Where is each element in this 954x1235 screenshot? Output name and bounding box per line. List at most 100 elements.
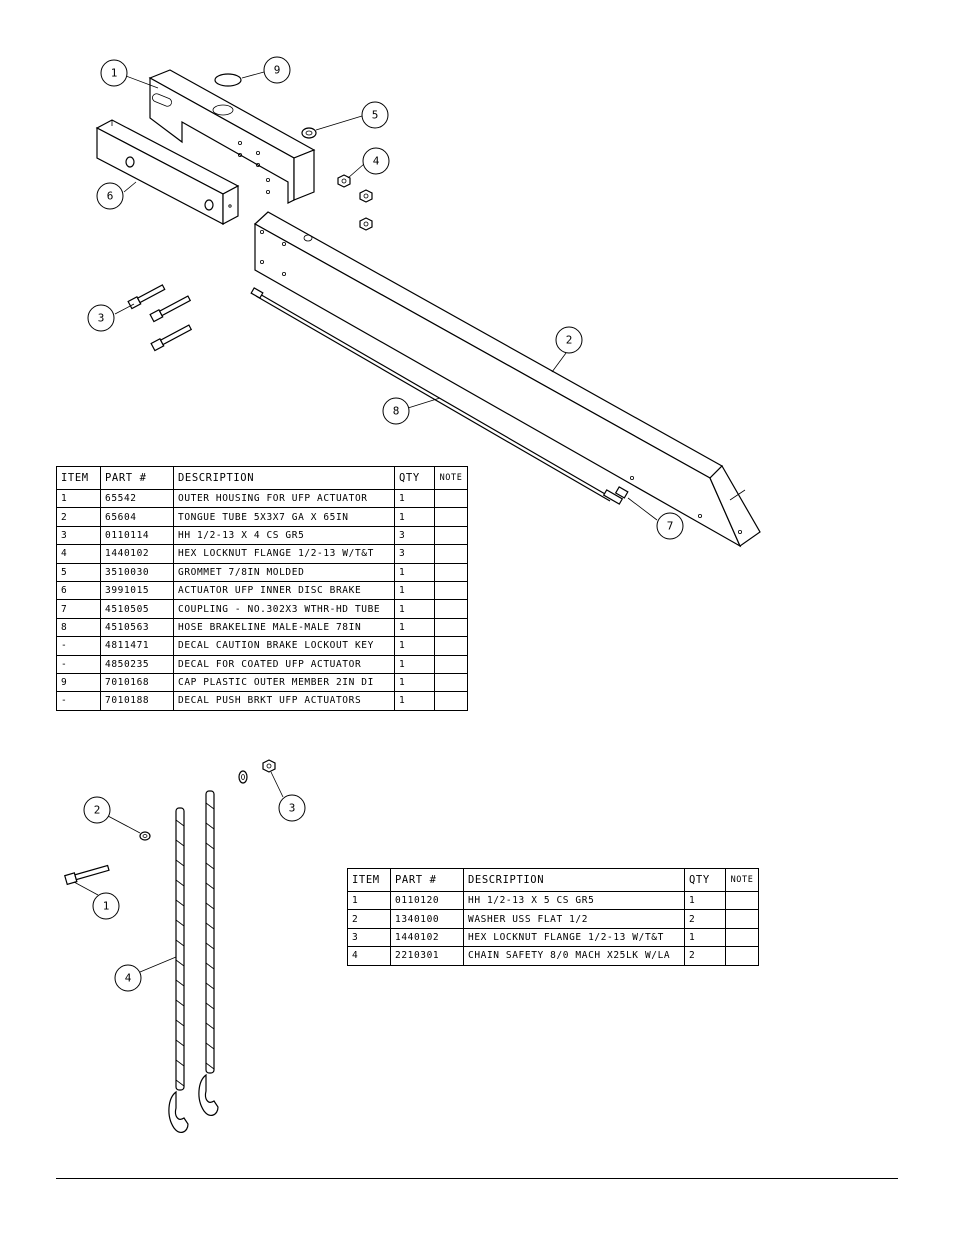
cell-note: [725, 946, 759, 966]
cell-item: 3: [56, 525, 101, 546]
svg-text:2: 2: [94, 804, 101, 817]
cell-item: 2: [56, 507, 101, 527]
cell-qty: 3: [394, 544, 435, 564]
cell-part: 7010188: [100, 691, 174, 711]
cell-part: 4811471: [100, 636, 174, 656]
cell-description: OUTER HOUSING FOR UFP ACTUATOR: [173, 488, 395, 509]
cell-part: 65604: [100, 507, 174, 527]
cell-item: -: [56, 654, 101, 674]
svg-text:1: 1: [103, 900, 110, 913]
svg-text:1: 1: [111, 67, 118, 80]
cell-part: 4850235: [100, 654, 174, 674]
callout-4-bottom: 4: [114, 964, 142, 992]
svg-text:2: 2: [566, 334, 573, 347]
cell-description: DECAL CAUTION BRAKE LOCKOUT KEY: [173, 636, 395, 656]
cell-item: 1: [347, 890, 391, 911]
cell-part: 4510505: [100, 599, 174, 619]
callout-9: 9: [263, 56, 291, 84]
cell-note: [434, 580, 468, 601]
washer-parts: [139, 770, 248, 841]
cell-description: COUPLING - NO.302X3 WTHR-HD TUBE: [173, 599, 395, 619]
cell-note: [434, 599, 468, 619]
header-part: PART #: [100, 466, 174, 490]
brake-hose-part: [250, 287, 624, 505]
safety-chain-parts: [168, 790, 219, 1133]
cell-description: CHAIN SAFETY 8/0 MACH X25LK W/LA: [463, 946, 685, 966]
cell-item: 7: [56, 599, 101, 619]
callout-2: 2: [555, 326, 583, 354]
cell-part: 1340100: [390, 909, 464, 929]
bolt-part-bottom: [64, 864, 110, 886]
cell-qty: 1: [394, 580, 435, 601]
actuator-inner-part: [95, 119, 240, 225]
callout-balloons-top: 1 9 5 4 6 3 2 8 7: [87, 56, 684, 540]
cell-description: DECAL FOR COATED UFP ACTUATOR: [173, 654, 395, 674]
cell-note: [434, 544, 468, 564]
cell-part: 4510563: [100, 617, 174, 638]
cell-part: 3510030: [100, 562, 174, 582]
header-note: NOTE: [725, 868, 759, 892]
cell-description: CAP PLASTIC OUTER MEMBER 2IN DI: [173, 672, 395, 693]
cell-qty: 1: [394, 488, 435, 509]
cell-description: HEX LOCKNUT FLANGE 1/2-13 W/T&T: [173, 544, 395, 564]
svg-text:3: 3: [289, 802, 296, 815]
callout-balloons-bottom: 2 3 1 4: [83, 794, 306, 992]
svg-text:5: 5: [372, 109, 379, 122]
cell-note: [725, 927, 759, 948]
callout-6: 6: [96, 182, 124, 210]
cell-part: 3991015: [100, 580, 174, 601]
cell-qty: 1: [394, 654, 435, 674]
cell-description: HH 1/2-13 X 4 CS GR5: [173, 525, 395, 546]
cell-description: WASHER USS FLAT 1/2: [463, 909, 685, 929]
cell-description: HEX LOCKNUT FLANGE 1/2-13 W/T&T: [463, 927, 685, 948]
cell-description: ACTUATOR UFP INNER DISC BRAKE: [173, 580, 395, 601]
table-header-row: ITEM PART # DESCRIPTION QTY NOTE: [347, 868, 759, 892]
tongue-tube-part: [253, 211, 761, 548]
cell-description: HOSE BRAKELINE MALE-MALE 78IN: [173, 617, 395, 638]
grommet-part: [301, 127, 317, 139]
header-description: DESCRIPTION: [173, 466, 395, 490]
cell-item: 6: [56, 580, 101, 601]
cell-item: 4: [347, 946, 391, 966]
cell-note: [434, 654, 468, 674]
cell-item: 3: [347, 927, 391, 948]
footer-rule: [56, 1178, 898, 1179]
header-part: PART #: [390, 868, 464, 892]
cell-part: 7010168: [100, 672, 174, 693]
cell-qty: 1: [394, 599, 435, 619]
table-header-row: ITEM PART # DESCRIPTION QTY NOTE: [56, 466, 468, 490]
cell-item: 5: [56, 562, 101, 582]
cell-part: 1440102: [390, 927, 464, 948]
cell-part: 0110120: [390, 890, 464, 911]
cell-description: GROMMET 7/8IN MOLDED: [173, 562, 395, 582]
cell-qty: 1: [394, 691, 435, 711]
callout-7: 7: [656, 512, 684, 540]
callout-3-bottom: 3: [278, 794, 306, 822]
header-qty: QTY: [394, 466, 435, 490]
svg-text:8: 8: [393, 405, 400, 418]
header-item: ITEM: [56, 466, 101, 490]
coupling-part: [614, 486, 629, 499]
cell-item: -: [56, 691, 101, 711]
cell-note: [434, 488, 468, 509]
callout-1-bottom: 1: [92, 892, 120, 920]
svg-text:9: 9: [274, 64, 281, 77]
cell-item: 4: [56, 544, 101, 564]
cell-qty: 1: [684, 927, 726, 948]
cell-item: 2: [347, 909, 391, 929]
callout-1: 1: [100, 59, 128, 87]
callout-3: 3: [87, 304, 115, 332]
cell-note: [434, 525, 468, 546]
header-description: DESCRIPTION: [463, 868, 685, 892]
cell-qty: 1: [394, 636, 435, 656]
hex-locknut-part-bottom: [262, 759, 276, 773]
